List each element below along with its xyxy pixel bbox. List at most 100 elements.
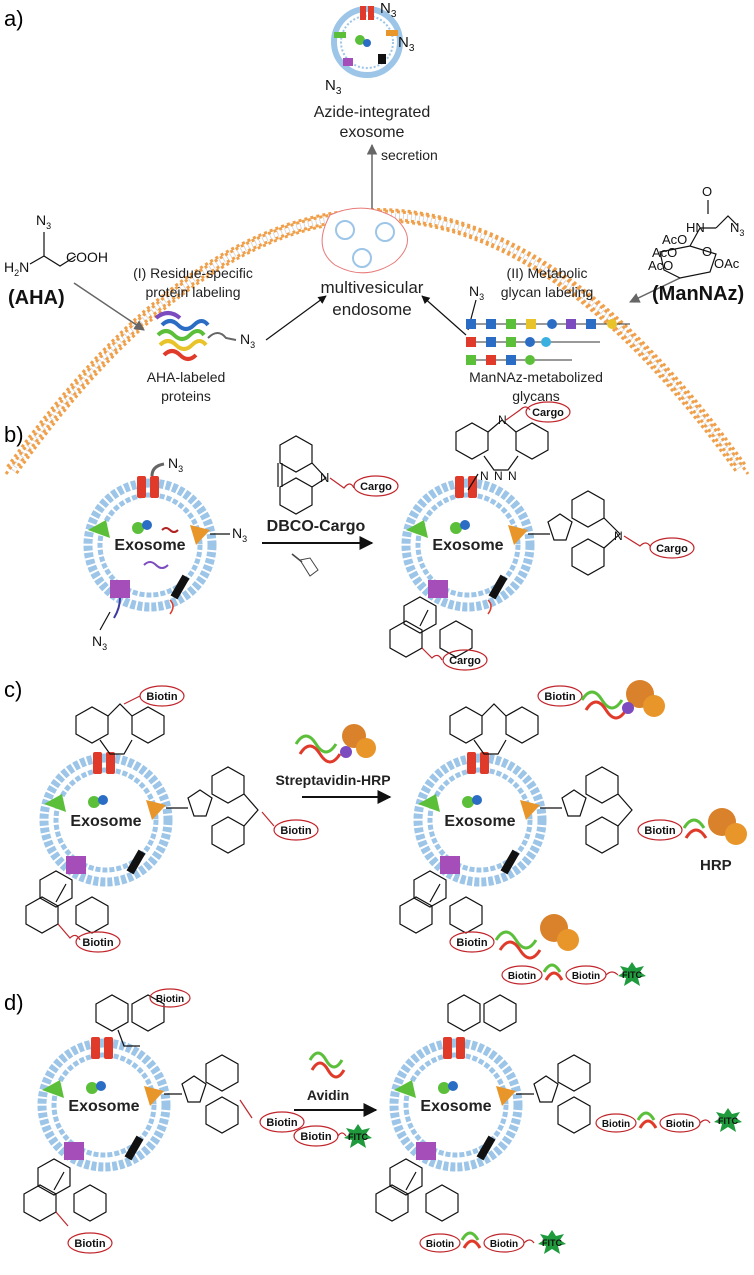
- mannaz-hn: HN: [686, 220, 705, 235]
- biotin-label: Biotin: [490, 1239, 518, 1250]
- azide-label: N3: [398, 34, 415, 54]
- triazole-n: N: [480, 469, 489, 483]
- glycans-label: glycans: [512, 388, 559, 404]
- biotin-oval: [75, 931, 121, 953]
- triazole-dbco-structure: [389, 596, 473, 661]
- aha-structure: [29, 232, 77, 267]
- exosome-label: Exosome: [444, 813, 515, 830]
- hrp-label: HRP: [700, 857, 732, 874]
- avidin-icon: [542, 963, 564, 981]
- panel-label-b: b): [4, 422, 24, 447]
- protein-azide: N3: [240, 331, 255, 350]
- protein-to-endosome-arrow: [265, 295, 327, 341]
- cargo-oval: [442, 649, 488, 671]
- aha-proteins-label: AHA-labeled: [147, 369, 226, 385]
- mannaz-o: O: [702, 184, 712, 199]
- cargo-label: Cargo: [656, 543, 688, 555]
- biotin-label: Biotin: [280, 825, 311, 837]
- aha-arrow: [73, 282, 145, 331]
- triazole-dbco-structure: [455, 406, 549, 491]
- exosome-label: Exosome: [420, 1098, 491, 1115]
- exosome-label: Exosome: [68, 1098, 139, 1115]
- reaction-reagent-b: DBCO-Cargo: [267, 518, 366, 535]
- triazole-dbco-structure: [375, 1158, 459, 1222]
- cargo-oval: [649, 537, 695, 559]
- exosome-icon: [389, 1037, 523, 1172]
- mannaz-aco: AcO: [648, 258, 673, 273]
- path1-label: protein labeling: [146, 284, 241, 300]
- streptavidin-hrp-icon: [580, 680, 665, 720]
- mannaz-aco: AcO: [652, 245, 677, 260]
- azide-label: N3: [325, 77, 342, 97]
- fitc-label: FITC: [348, 1132, 368, 1142]
- triazole-dbco-structure: [23, 1158, 107, 1227]
- aha-protein-icon: [154, 311, 237, 361]
- triazole-n: N: [498, 413, 507, 427]
- exosome-icon: [413, 752, 547, 887]
- glycans-label: ManNAz-metabolized: [469, 369, 603, 385]
- cargo-oval: [353, 475, 399, 497]
- streptavidin-hrp-icon: [682, 808, 747, 845]
- biotin-label: Biotin: [602, 1119, 630, 1130]
- fitc-label: FITC: [622, 970, 642, 980]
- cargo-label: Cargo: [360, 481, 392, 493]
- biotin-label: Biotin: [456, 937, 487, 949]
- biotin-label: Biotin: [544, 691, 575, 703]
- aha-name: (AHA): [8, 287, 65, 309]
- triazole-n: N: [614, 529, 623, 543]
- secretion-label: secretion: [381, 147, 438, 163]
- triazole-dbco-structure: [164, 1054, 253, 1134]
- triazole-dbco-structure: [399, 870, 483, 934]
- fitc-star-icon: [538, 1230, 566, 1254]
- panel-label-d: d): [4, 990, 24, 1015]
- triazole-dbco-structure: [449, 703, 539, 755]
- cargo-label: Cargo: [532, 407, 564, 419]
- azide-label: N3: [380, 0, 397, 20]
- azide-exosome-icon: [331, 6, 403, 78]
- biotin-label: Biotin: [644, 825, 675, 837]
- mannaz-oac: OAc: [714, 256, 740, 271]
- biotin-oval: [149, 988, 191, 1008]
- biotin-label: Biotin: [426, 1239, 454, 1250]
- biotin-oval: [449, 931, 495, 953]
- fitc-star-icon: [714, 1108, 742, 1132]
- triazole-n: N: [508, 469, 517, 483]
- biotin-oval: [501, 965, 543, 985]
- exosome-title: exosome: [340, 124, 405, 141]
- exosome-icon: [39, 752, 173, 887]
- triazole-dbco-structure: [528, 490, 651, 576]
- biotin-label: Biotin: [300, 1131, 331, 1143]
- avidin-icon: [636, 1111, 658, 1129]
- cargo-oval: [525, 401, 571, 423]
- endosome-label: multivesicular: [321, 278, 424, 297]
- reaction-reagent-d: Avidin: [307, 1087, 349, 1103]
- triazole-dbco-structure: [447, 994, 517, 1032]
- glycan-azide: N3: [469, 283, 484, 302]
- dbco-structure: [277, 435, 355, 515]
- biotin-oval: [67, 1232, 113, 1254]
- mannaz-azide: N3: [730, 220, 744, 238]
- reaction-reagent-c: Streptavidin-HRP: [275, 772, 390, 788]
- biotin-oval: [259, 1111, 305, 1133]
- mannaz-structure: [659, 200, 739, 279]
- biotin-label: Biotin: [508, 971, 536, 982]
- endosome-icon: [321, 207, 408, 274]
- exosome-label: Exosome: [432, 537, 503, 554]
- biotin-label: Biotin: [82, 937, 113, 949]
- azide-label: N3: [232, 525, 247, 544]
- streptavidin-hrp-icon: [294, 724, 376, 764]
- aha-azide: N3: [36, 212, 51, 231]
- fitc-label: FITC: [718, 1116, 738, 1126]
- biotin-oval: [595, 1113, 637, 1133]
- fitc-star-icon: [344, 1124, 372, 1148]
- biotin-oval: [537, 685, 583, 707]
- mannaz-aco: AcO: [662, 232, 687, 247]
- biotin-oval: [637, 819, 683, 841]
- path2-label: (II) Metabolic: [507, 265, 588, 281]
- biotin-label: Biotin: [146, 691, 177, 703]
- biotin-label: Biotin: [156, 994, 184, 1005]
- biotin-oval: [419, 1233, 461, 1253]
- fitc-star-icon: [618, 962, 646, 986]
- exosome-icon: [37, 1037, 171, 1172]
- triazole-dbco-structure: [25, 870, 109, 941]
